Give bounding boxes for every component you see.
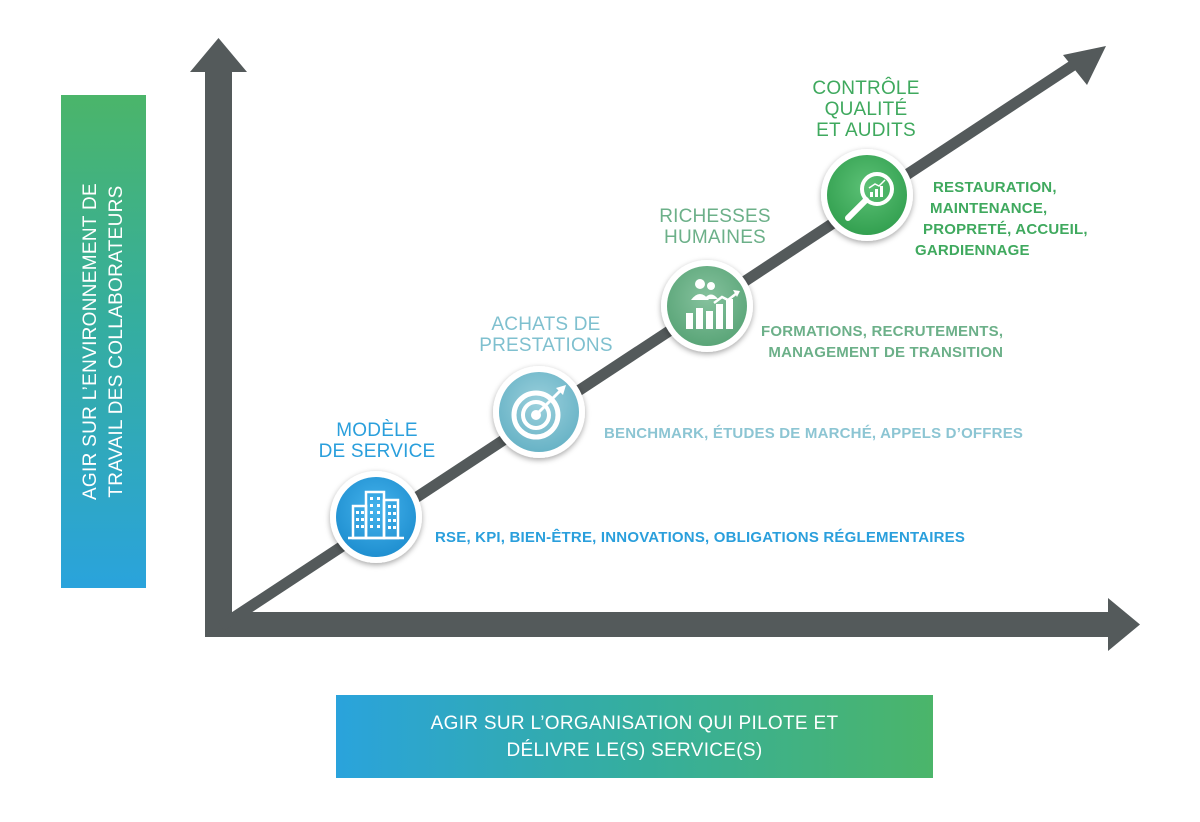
stage-description-line: BENCHMARK, ÉTUDES DE MARCHÉ, APPELS D’OF… <box>604 425 1024 442</box>
stage-title-line: ET AUDITS <box>816 120 916 141</box>
stage-title-richesses-humaines: RICHESSES HUMAINES <box>645 206 785 248</box>
stage-title-line: RICHESSES <box>659 206 771 227</box>
stage-circle-achats-de-prestations <box>493 366 585 458</box>
stage-description-line: GARDIENNAGE <box>915 242 1030 259</box>
stage-title-line: CONTRÔLE <box>812 78 920 99</box>
stage-description-line: MAINTENANCE, <box>930 200 1048 217</box>
stage-circle-richesses-humaines <box>661 260 753 352</box>
stage-description-line: RESTAURATION, <box>933 179 1057 196</box>
y-axis-label-box <box>61 95 146 588</box>
stage-description-controle-qualite: RESTAURATION, MAINTENANCE, PROPRETÉ, ACC… <box>915 177 1105 261</box>
stage-circle-modele-de-service <box>330 471 422 563</box>
horizontal-axis-arrow <box>205 598 1140 651</box>
stage-title-modele-de-service: MODÈLE DE SERVICE <box>307 420 447 462</box>
stage-title-line: QUALITÉ <box>824 99 908 120</box>
y-axis-label-line-1: AGIR SUR L’ENVIRONNEMENT DE <box>79 182 101 501</box>
stage-title-line: ACHATS DE <box>491 314 601 335</box>
buildings-icon <box>348 490 404 540</box>
magnifier-chart-icon <box>845 172 894 221</box>
stage-description-line: PROPRETÉ, ACCUEIL, <box>923 221 1088 238</box>
target-icon <box>511 385 566 440</box>
x-axis-label-line-2: DÉLIVRE LE(S) SERVICE(S) <box>506 739 763 761</box>
y-axis-label: AGIR SUR L’ENVIRONNEMENT DE TRAVAIL DES … <box>61 95 146 588</box>
x-axis-label-line-1: AGIR SUR L’ORGANISATION QUI PILOTE ET <box>430 712 839 734</box>
x-axis-label-box: AGIR SUR L’ORGANISATION QUI PILOTE ET DÉ… <box>336 695 933 778</box>
stage-title-line: MODÈLE <box>336 420 418 441</box>
stage-description-modele-de-service: RSE, KPI, BIEN-ÊTRE, INNOVATIONS, OBLIGA… <box>435 527 965 548</box>
stage-description-achats-de-prestations: BENCHMARK, ÉTUDES DE MARCHÉ, APPELS D’OF… <box>604 423 1023 444</box>
y-axis-label-line-2: TRAVAIL DES COLLABORATEURS <box>105 185 127 498</box>
stage-title-line: HUMAINES <box>664 227 766 248</box>
stage-title-line: PRESTATIONS <box>479 335 613 356</box>
stage-title-line: DE SERVICE <box>318 441 436 462</box>
stage-circle-controle-qualite <box>821 149 913 241</box>
people-growth-chart-icon <box>686 279 740 329</box>
stage-description-richesses-humaines: FORMATIONS, RECRUTEMENTS, MANAGEMENT DE … <box>761 321 1003 363</box>
stage-title-achats-de-prestations: ACHATS DE PRESTATIONS <box>466 314 626 356</box>
vertical-axis-arrow <box>190 38 247 637</box>
stage-title-controle-qualite: CONTRÔLE QUALITÉ ET AUDITS <box>796 78 936 141</box>
stage-description-line: RSE, KPI, BIEN-ÊTRE, INNOVATIONS, OBLIGA… <box>435 529 966 546</box>
stage-description-line: FORMATIONS, RECRUTEMENTS, <box>761 323 1004 340</box>
stage-description-line: MANAGEMENT DE TRANSITION <box>768 344 1004 361</box>
